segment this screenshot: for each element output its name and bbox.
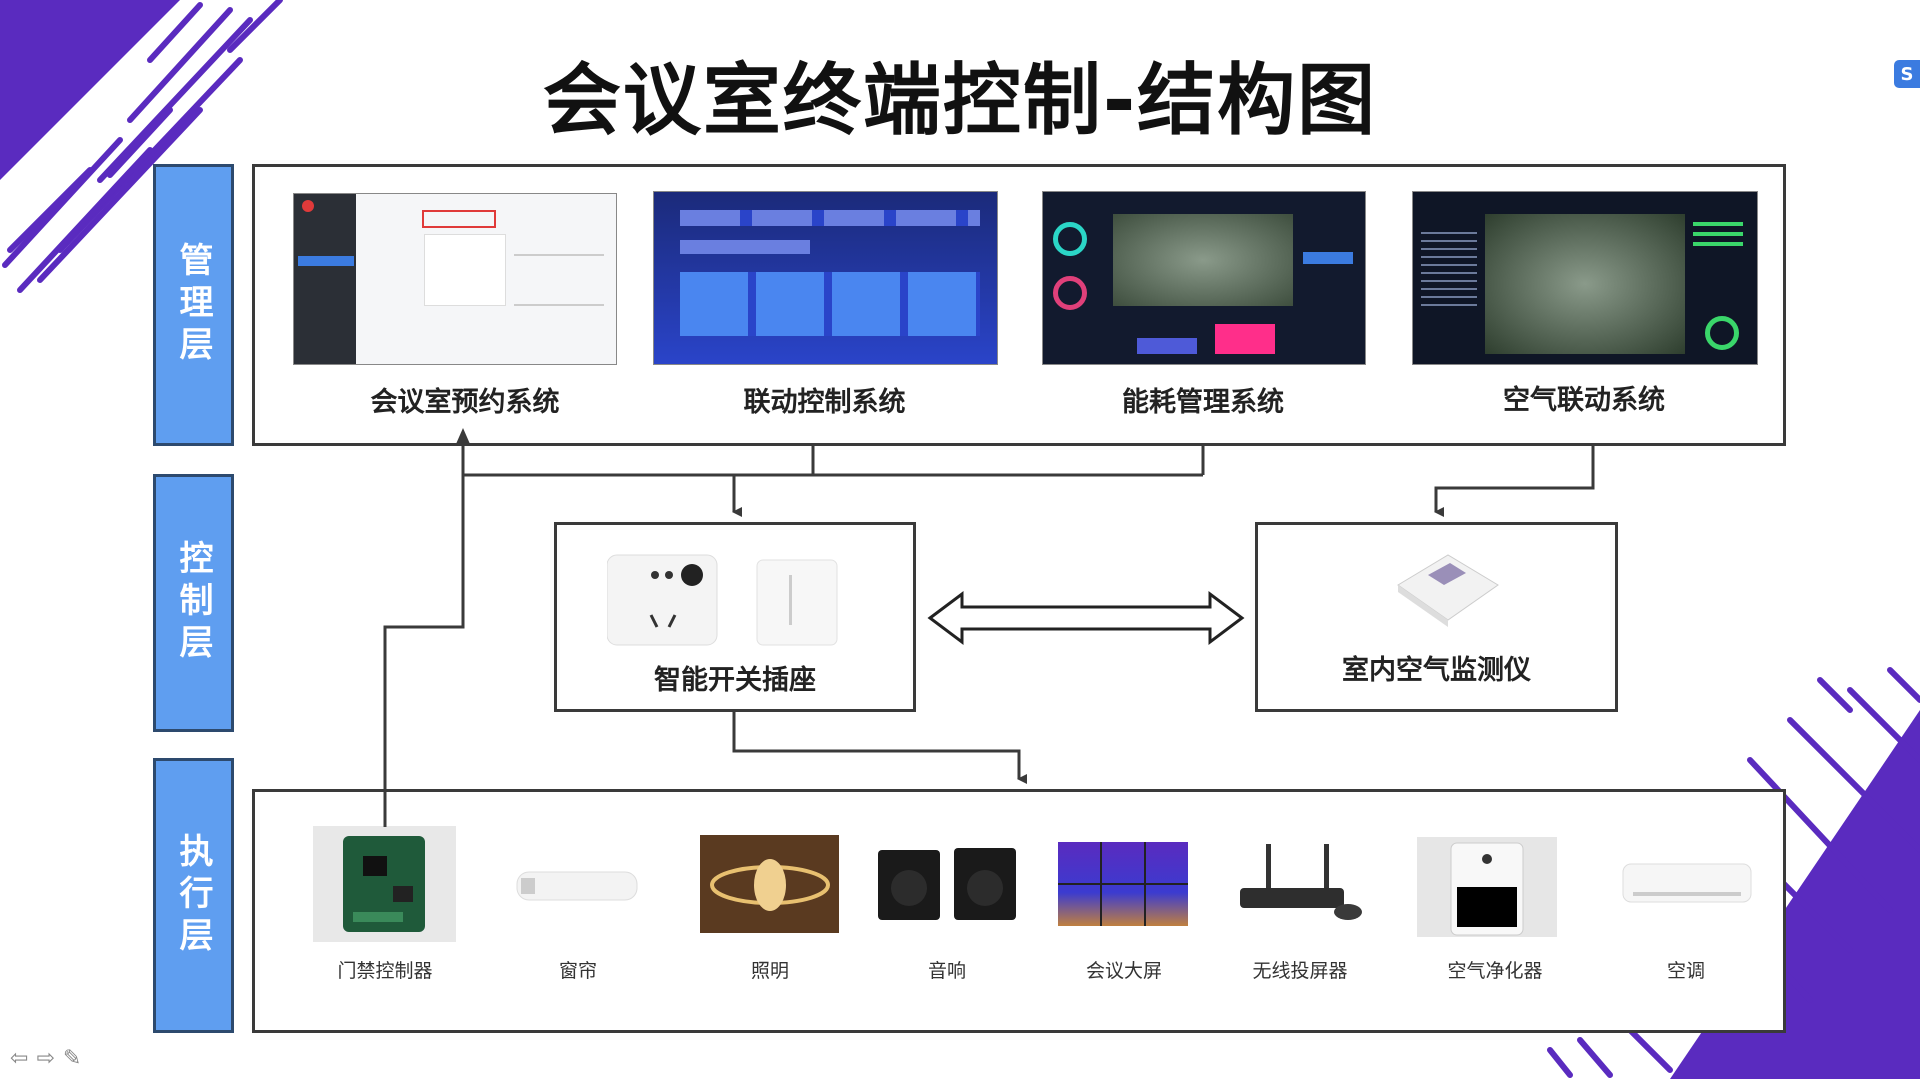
app-badge-icon[interactable]: S [1894, 60, 1920, 88]
device-label-lighting: 照明 [750, 960, 789, 982]
air-dashboard-screenshot [1412, 191, 1758, 365]
device-label-speaker: 音响 [927, 960, 966, 982]
system-label-linkage: 联动控制系统 [743, 387, 906, 418]
booking-calendar-screenshot [293, 193, 617, 365]
device-label-air-conditioner: 空调 [1666, 960, 1705, 982]
layer-label-control: 控制层 [153, 474, 234, 732]
prev-arrow-icon[interactable]: ⇦ [10, 1046, 37, 1071]
air-monitor-icon [1397, 554, 1499, 627]
decorative-corner-top-left [0, 0, 283, 293]
speaker-icon [878, 848, 1016, 920]
linkage-dashboard-screenshot [653, 191, 998, 365]
air-conditioner-icon [1622, 863, 1752, 903]
pen-icon[interactable]: ✎ [62, 1046, 90, 1071]
layer-label-execution: 执行层 [153, 758, 234, 1033]
smart-socket-icon [607, 554, 838, 646]
control-label-air-monitor: 室内空气监测仪 [1342, 655, 1531, 686]
device-label-wireless-projector: 无线投屏器 [1252, 960, 1348, 982]
control-label-smart-socket: 智能开关插座 [654, 665, 816, 696]
next-arrow-icon[interactable]: ⇨ [36, 1046, 63, 1071]
slide-nav-controls[interactable]: ⇦⇨✎ [10, 1046, 89, 1071]
device-label-air-purifier: 空气净化器 [1447, 960, 1543, 982]
system-label-energy: 能耗管理系统 [1122, 387, 1284, 418]
device-label-display-wall: 会议大屏 [1085, 960, 1162, 982]
device-label-curtain: 窗帘 [558, 960, 597, 982]
page-title: 会议室终端控制-结构图 [542, 56, 1378, 146]
device-label-access-controller: 门禁控制器 [337, 960, 433, 982]
control-box-smart-socket [554, 522, 916, 712]
control-box-air-monitor [1255, 522, 1618, 712]
display-wall-icon [1058, 842, 1188, 926]
access-controller-icon [313, 826, 456, 942]
air-purifier-icon [1417, 837, 1557, 937]
wireless-projector-icon [1240, 844, 1362, 920]
layer-label-management: 管理层 [153, 164, 234, 446]
curtain-motor-icon [516, 871, 638, 901]
system-label-air: 空气联动系统 [1503, 385, 1665, 416]
system-label-booking: 会议室预约系统 [370, 387, 560, 418]
energy-dashboard-screenshot [1042, 191, 1366, 365]
lighting-icon [700, 835, 839, 933]
